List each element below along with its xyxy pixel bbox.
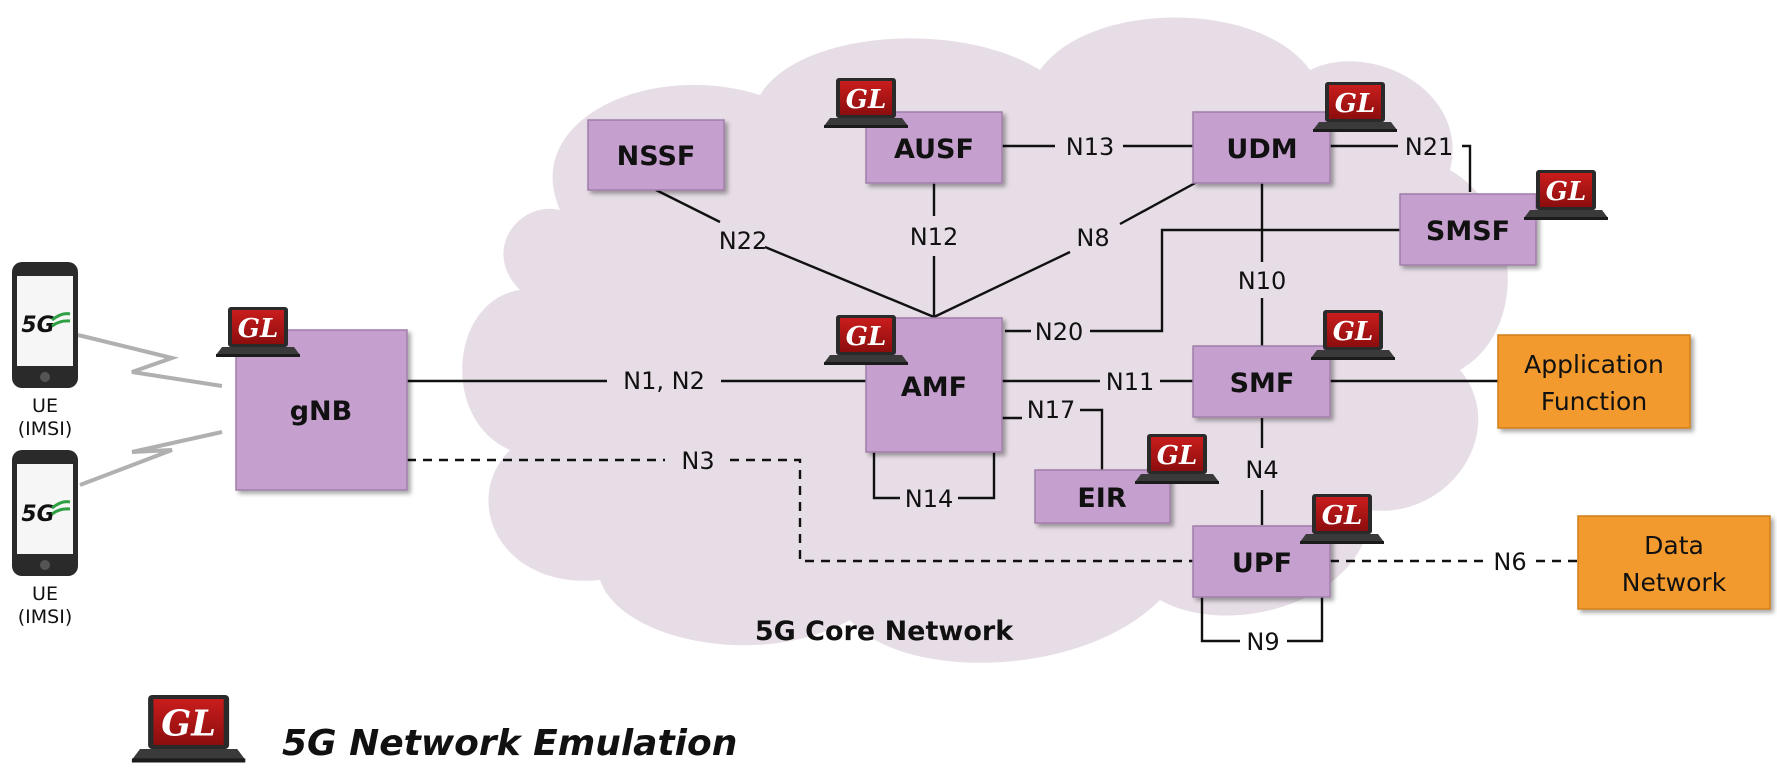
gl-laptop-icon: GL — [824, 78, 908, 128]
link-n17-eir — [1080, 408, 1104, 470]
gl-laptop-icon: GL — [1300, 494, 1384, 544]
gl-laptop-icon: GL — [131, 695, 246, 763]
phone-5g-logo: 5G — [21, 502, 54, 527]
node-application-function[interactable] — [1497, 334, 1691, 429]
label-n21: N21 — [1405, 133, 1454, 161]
links — [407, 144, 1498, 643]
radio-links — [77, 333, 223, 487]
label-n20: N20 — [1035, 318, 1084, 346]
svg-text:GL: GL — [1322, 501, 1363, 531]
node-nssf-label: NSSF — [617, 141, 696, 172]
ue-1-label-line1: UE — [32, 395, 58, 417]
gl-laptop-icon: GL — [1135, 434, 1219, 484]
core-network-label: 5G Core Network — [755, 616, 1014, 647]
gl-laptop-icon: GL — [824, 315, 908, 365]
svg-text:GL: GL — [846, 85, 887, 115]
label-n11: N11 — [1106, 368, 1155, 396]
gl-laptop-icon: GL — [1311, 310, 1395, 360]
link-amf-n14-loop-a — [872, 452, 900, 500]
svg-text:GL: GL — [1333, 317, 1374, 347]
data-network-label-1: Data — [1644, 531, 1704, 560]
label-n12: N12 — [910, 223, 959, 251]
gl-laptop-icon: GL — [1524, 170, 1608, 220]
ue-2-label-line1: UE — [32, 583, 58, 605]
link-n3-upf — [730, 458, 1193, 563]
node-gnb-label: gNB — [290, 396, 353, 427]
link-n21-smsf — [1462, 144, 1472, 192]
node-amf-label: AMF — [901, 372, 967, 403]
node-data-network[interactable] — [1577, 515, 1771, 610]
svg-text:GL: GL — [161, 704, 216, 745]
svg-text:GL: GL — [1546, 177, 1587, 207]
link-n20-smsf — [1090, 228, 1400, 333]
ue-phone-2[interactable]: 5G — [12, 450, 78, 576]
gl-badges: GL GL GL GL GL GL GL GL — [216, 78, 1608, 544]
dashed-links — [407, 458, 1578, 563]
label-n1n2: N1, N2 — [623, 367, 705, 395]
label-n22: N22 — [719, 227, 768, 255]
ue-2-label-line2: (IMSI) — [18, 606, 73, 628]
link-upf-n9-loop-b — [1287, 597, 1324, 643]
node-nssf[interactable] — [587, 119, 725, 191]
legend-label: 5G Network Emulation — [282, 723, 737, 764]
label-n6: N6 — [1493, 548, 1526, 576]
gl-laptop-icon: GL — [1313, 82, 1397, 132]
node-ausf-label: AUSF — [894, 134, 974, 165]
link-udm-n8 — [1119, 180, 1198, 226]
label-n10: N10 — [1238, 267, 1287, 295]
interface-labels: N1, N2 N3 N22 N12 N8 N13 N21 N10 N20 N11… — [623, 133, 1526, 656]
node-udm-label: UDM — [1226, 134, 1297, 165]
ue-phone-1[interactable]: 5G — [12, 262, 78, 388]
label-n13: N13 — [1066, 133, 1115, 161]
radio-bolt-1 — [77, 333, 223, 388]
node-smf-label: SMF — [1230, 368, 1295, 399]
label-n3: N3 — [681, 447, 714, 475]
link-nssf-n22 — [655, 188, 721, 224]
label-n17: N17 — [1027, 396, 1076, 424]
node-smf[interactable] — [1192, 345, 1331, 418]
label-n9: N9 — [1246, 628, 1279, 656]
label-n4: N4 — [1245, 456, 1278, 484]
link-n22-amf — [764, 245, 935, 319]
node-smsf-label: SMSF — [1426, 216, 1510, 247]
link-upf-n9-loop-a — [1200, 597, 1240, 643]
svg-text:GL: GL — [846, 322, 887, 352]
ue-1-label-line2: (IMSI) — [18, 418, 73, 440]
application-function-label-2: Function — [1541, 387, 1647, 416]
gl-laptop-icon: GL — [216, 307, 300, 357]
svg-text:GL: GL — [238, 314, 279, 344]
legend: GL 5G Network Emulation — [131, 695, 737, 764]
radio-bolt-2 — [79, 430, 223, 487]
svg-text:GL: GL — [1335, 89, 1376, 119]
data-network-label-2: Network — [1622, 568, 1727, 597]
application-function-label-1: Application — [1524, 350, 1664, 379]
link-amf-n14-loop-b — [958, 452, 996, 500]
node-eir-label: EIR — [1077, 483, 1126, 514]
label-n14: N14 — [905, 485, 954, 513]
phone-5g-logo: 5G — [21, 313, 54, 338]
link-n8-amf — [933, 250, 1071, 319]
svg-text:GL: GL — [1157, 441, 1198, 471]
node-smsf[interactable] — [1399, 193, 1537, 266]
node-udm[interactable] — [1192, 111, 1331, 184]
label-n8: N8 — [1076, 224, 1109, 252]
node-upf-label: UPF — [1232, 548, 1292, 579]
